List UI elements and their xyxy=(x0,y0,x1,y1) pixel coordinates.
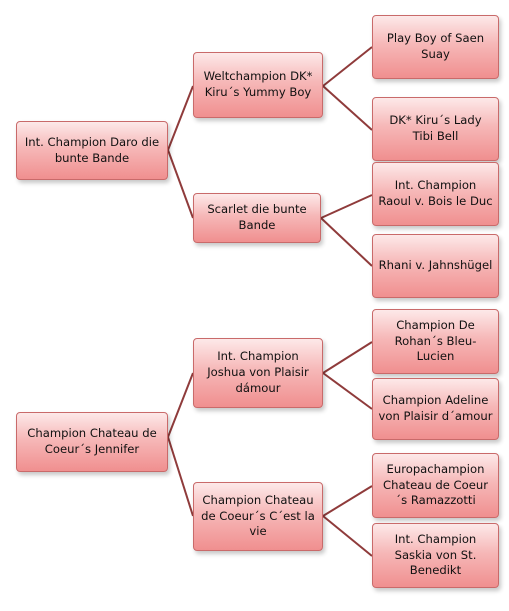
node-label: Int. Champion Saskia von St. Benedikt xyxy=(394,531,477,578)
connector-daro-weltchampion xyxy=(167,85,194,151)
node-label: Champion De Rohan´s Bleu-Lucien xyxy=(394,317,477,364)
node-label: Int. Champion Joshua von Plaisir dámour xyxy=(207,349,309,395)
node-tibi: DK* Kiru´s Lady Tibi Bell xyxy=(372,97,499,161)
node-label: Europachampion Chateau de Coeur´s Ramazz… xyxy=(383,461,488,508)
node-weltchampion: Weltchampion DK* Kiru´s Yummy Boy xyxy=(193,52,323,118)
connector-cestlavie-ramazzotti xyxy=(322,485,373,517)
node-scarlet: Scarlet die bunte Bande xyxy=(193,193,321,243)
connector-joshua-adeline xyxy=(322,372,373,410)
connector-jennifer-joshua xyxy=(167,372,194,438)
node-daro: Int. Champion Daro die bunte Bande xyxy=(16,121,168,180)
node-label: Int. Champion Raoul v. Bois le Duc xyxy=(378,178,493,208)
node-jennifer: Champion Chateau de Coeur´s Jennifer xyxy=(16,412,168,472)
node-cestlavie: Champion Chateau de Coeur´s C´est la vie xyxy=(193,482,323,551)
connector-cestlavie-saskia xyxy=(322,515,373,557)
node-label: Scarlet die bunte Bande xyxy=(207,202,307,232)
node-ramazzotti: Europachampion Chateau de Coeur´s Ramazz… xyxy=(372,453,499,518)
node-label: Champion Chateau de Coeur´s Jennifer xyxy=(27,426,157,456)
connector-joshua-rohan xyxy=(322,341,373,374)
node-label: DK* Kiru´s Lady Tibi Bell xyxy=(389,113,482,143)
node-joshua: Int. Champion Joshua von Plaisir dámour xyxy=(193,338,323,408)
connector-weltchampion-tibi xyxy=(322,85,373,131)
node-saskia: Int. Champion Saskia von St. Benedikt xyxy=(372,523,499,588)
node-label: Weltchampion DK* Kiru´s Yummy Boy xyxy=(203,69,313,99)
node-raoul: Int. Champion Raoul v. Bois le Duc xyxy=(372,162,499,226)
node-adeline: Champion Adeline von Plaisir d´amour xyxy=(372,378,499,440)
connector-daro-scarlet xyxy=(167,149,194,219)
node-label: Int. Champion Daro die bunte Bande xyxy=(24,134,160,165)
node-label: Rhani v. Jahnshügel xyxy=(378,258,493,272)
node-rhani: Rhani v. Jahnshügel xyxy=(372,234,499,298)
node-playboy: Play Boy of Saen Suay xyxy=(372,15,499,79)
connector-weltchampion-playboy xyxy=(322,46,373,87)
connector-scarlet-raoul xyxy=(320,194,373,219)
node-label: Play Boy of Saen Suay xyxy=(386,31,485,61)
node-label: Champion Adeline von Plaisir d´amour xyxy=(378,393,493,423)
connector-scarlet-rhani xyxy=(320,217,373,267)
node-rohan: Champion De Rohan´s Bleu-Lucien xyxy=(372,309,499,374)
connector-jennifer-cestlavie xyxy=(167,436,194,517)
node-label: Champion Chateau de Coeur´s C´est la vie xyxy=(201,492,315,539)
